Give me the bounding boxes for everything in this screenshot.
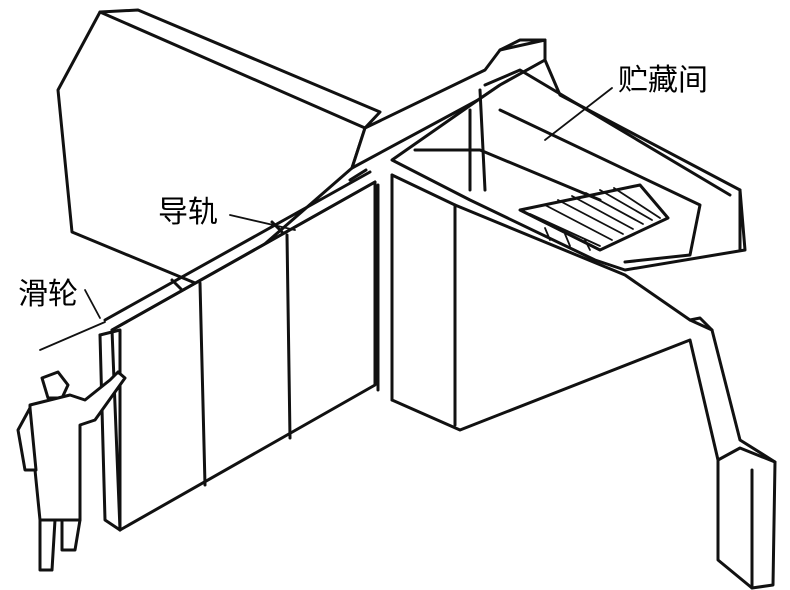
guide-rail-label: 导轨 — [158, 195, 218, 230]
sliding-door-panels — [98, 180, 377, 532]
right-front-wall — [376, 173, 777, 590]
pulley-leader — [84, 289, 101, 319]
storage-room-structure — [390, 58, 747, 272]
storage-room-label: 贮藏间 — [618, 63, 708, 98]
guide-rail — [103, 168, 377, 332]
pulley-wire — [39, 321, 106, 351]
pulley-label: 滑轮 — [18, 277, 78, 312]
storage-rack — [518, 183, 670, 252]
person-figure — [16, 370, 127, 572]
storage-room-leader — [544, 87, 613, 141]
guide-rail-leader — [229, 214, 296, 231]
